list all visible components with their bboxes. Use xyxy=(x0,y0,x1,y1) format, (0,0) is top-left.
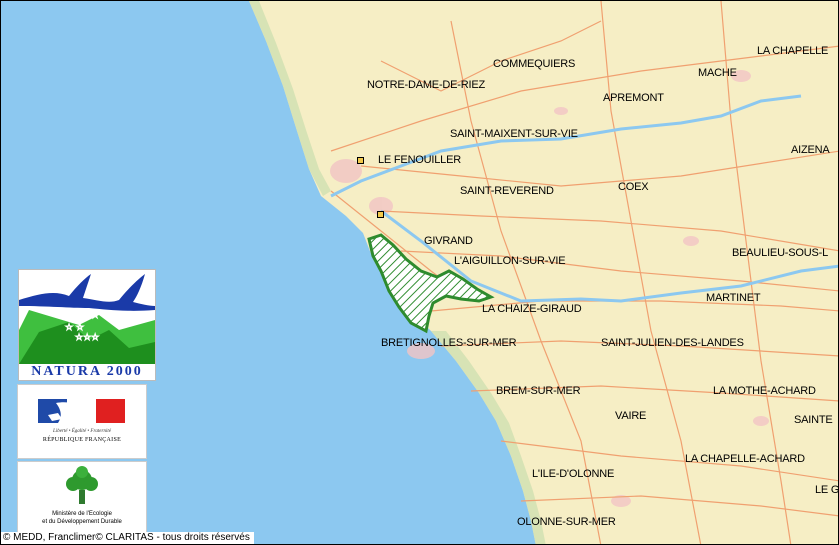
place-label: LA CHAPELLE xyxy=(757,45,829,57)
place-label: LA CHAPELLE-ACHARD xyxy=(685,453,805,465)
tree-icon xyxy=(66,466,98,504)
place-label: BRETIGNOLLES-SUR-MER xyxy=(381,337,517,349)
place-label: NOTRE-DAME-DE-RIEZ xyxy=(367,79,486,91)
dune-strip xyxy=(249,1,331,196)
place-label: GIVRAND xyxy=(424,235,473,247)
marianne-flag-icon xyxy=(38,399,125,423)
road-network xyxy=(330,1,838,544)
natura-2000-text: NATURA 2000 xyxy=(19,364,155,380)
place-label: OLONNE-SUR-MER xyxy=(517,516,616,528)
place-label: BEAULIEU-SOUS-L xyxy=(732,247,829,259)
place-label: MARTINET xyxy=(706,292,761,304)
town-marker xyxy=(377,211,384,218)
place-label: LE FENOUILLER xyxy=(378,154,461,166)
place-label: MACHE xyxy=(698,67,737,79)
copyright-notice: © MEDD, Franclimer© CLARITAS - tous droi… xyxy=(1,532,254,544)
ministry-name-line2: et du Développement Durable xyxy=(42,519,122,525)
place-label: COMMEQUIERS xyxy=(493,58,576,70)
natura-birds-icon: ☆☆☆ ☆ ☆ ☆☆☆ xyxy=(19,270,155,364)
svg-text:☆☆☆: ☆☆☆ xyxy=(75,311,99,321)
river-network xyxy=(330,94,838,303)
town-marker xyxy=(357,157,364,164)
republique-name: RÉPUBLIQUE FRANÇAISE xyxy=(42,437,122,443)
place-label: LA CHAIZE-GIRAUD xyxy=(482,303,582,315)
urban-patches xyxy=(330,70,769,507)
republique-francaise-logo: Liberté • Égalité • Fraternité RÉPUBLIQU… xyxy=(17,384,147,459)
place-label: SAINT-REVEREND xyxy=(460,185,554,197)
svg-text:☆☆☆: ☆☆☆ xyxy=(75,333,99,343)
natura-2000-logo: ☆☆☆ ☆ ☆ ☆☆☆ NATURA 2000 xyxy=(18,269,156,381)
ministry-name-line1: Ministère de l'Ecologie xyxy=(52,511,112,517)
place-label: SAINT-MAIXENT-SUR-VIE xyxy=(450,128,578,140)
place-label: COEX xyxy=(618,181,649,193)
natura-site-area[interactable] xyxy=(367,233,495,334)
place-label: L'AIGUILLON-SUR-VIE xyxy=(454,255,566,267)
place-label: SAINT-JULIEN-DES-LANDES xyxy=(601,337,744,349)
place-label: VAIRE xyxy=(615,410,647,422)
svg-text:☆ ☆: ☆ ☆ xyxy=(65,323,84,333)
place-label: L'ILE-D'OLONNE xyxy=(532,468,615,480)
place-label: LA MOTHE-ACHARD xyxy=(713,385,816,397)
place-label: LE G xyxy=(815,484,839,496)
place-label: AIZENA xyxy=(791,144,830,156)
ministry-logo: Ministère de l'Ecologie et du Développem… xyxy=(17,461,147,533)
place-label: APREMONT xyxy=(603,92,664,104)
dune-strip-south xyxy=(431,331,546,544)
republique-motto: Liberté • Égalité • Fraternité xyxy=(53,429,111,434)
place-label: SAINTE xyxy=(794,414,833,426)
place-label: BREM-SUR-MER xyxy=(496,385,581,397)
